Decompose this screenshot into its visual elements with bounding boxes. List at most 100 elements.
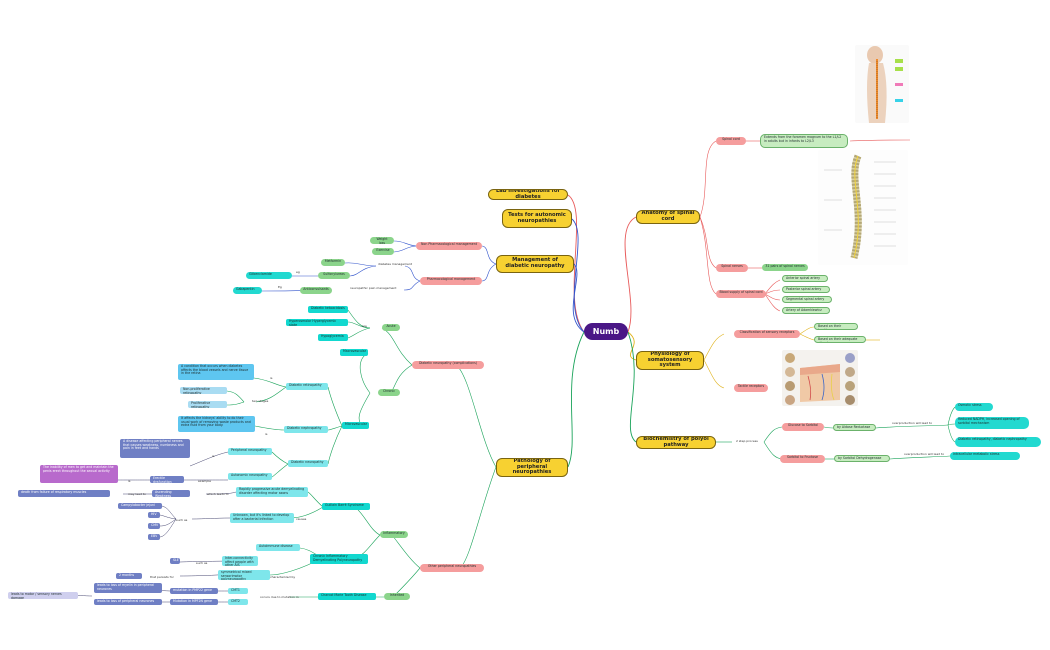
stimulus-node[interactable]: Based on their adequate stimulus: [814, 336, 866, 343]
label-causes: causes: [296, 517, 307, 521]
nonpharm-node[interactable]: Non Pharmacological management: [416, 242, 482, 250]
label-is-3: is: [212, 454, 215, 458]
symmetrical-node[interactable]: symmetrical mixed sensorimotor polyneuro…: [218, 570, 270, 580]
proliferative-node[interactable]: Proliferative retinopathy: [188, 401, 227, 408]
location-node[interactable]: Based on their location: [814, 323, 858, 330]
adamkiewicz-node[interactable]: Artery of Adamkiewicz: [782, 307, 830, 314]
diabetic-neuropathy-node[interactable]: Diabetic neuropathy: [288, 460, 328, 467]
body-spine-illustration: [855, 45, 909, 123]
anterior-artery-node[interactable]: Anterior spinal artery: [782, 275, 828, 282]
cmv-node[interactable]: CMV: [148, 523, 160, 529]
main-node-lab[interactable]: Lab investigations for diabetes: [488, 189, 568, 200]
osmotic-stress-node[interactable]: Osmotic stress: [955, 403, 993, 411]
label-eg-1: eg: [296, 270, 300, 274]
erectile-definition: The inability of men to get and maintain…: [40, 465, 118, 483]
peripheral-neuropathy-node[interactable]: Peripheral neuropathy: [228, 448, 272, 455]
sensory-classification-node[interactable]: Classification of sensory receptors: [734, 330, 800, 338]
label-is-4: is: [128, 479, 131, 483]
skin-layers-icon: [785, 353, 855, 405]
two-months-node[interactable]: 2 months: [116, 573, 142, 579]
weight-loss-node[interactable]: Weight loss: [370, 237, 394, 244]
gbs-definition: Rapidly progressive acute demyelinating …: [236, 487, 308, 497]
label-occurs: occurs due to mutation in: [260, 595, 299, 599]
main-node-physiology[interactable]: Physiology of somatosensory system: [636, 351, 704, 370]
loss-neurones-node[interactable]: leads to loss of peripheral neurones: [94, 599, 162, 605]
spinal-nerve-pairs-node[interactable]: 31 pairs of spinal nerves: [762, 264, 808, 271]
main-node-pathology[interactable]: Pathology of peripheral neuropathies: [496, 458, 568, 477]
label-accum-1: overproduction will lead to: [892, 421, 933, 425]
sorbitol-dehydrogenase-node[interactable]: by Sorbitol Dehydrogenase: [834, 455, 890, 462]
campylobacter-node[interactable]: Campylobacter jejuni: [118, 503, 162, 509]
exercise-node[interactable]: Exercise: [372, 248, 394, 255]
cmt2-node[interactable]: CMT2: [228, 599, 248, 605]
label-are: are: [362, 324, 367, 328]
main-node-management[interactable]: Management of diabetic neuropathy: [496, 255, 574, 273]
cmt1-node[interactable]: CMT1: [228, 588, 248, 594]
label-may-lead: may lead to: [128, 492, 146, 496]
label-is-2: is: [265, 432, 268, 436]
blood-supply-node[interactable]: Blood supply of spinal cord: [716, 290, 766, 298]
label-persists: that persists for: [150, 575, 174, 579]
main-node-biochemistry[interactable]: Biochemistry of polyol pathway: [636, 436, 716, 449]
tactile-receptors-node[interactable]: Tactile receptors: [734, 384, 768, 392]
pmp22-mutation-a[interactable]: mutation in PMP22 gene: [170, 588, 218, 594]
anticonvulsants-node[interactable]: Anticonvulsants: [300, 287, 332, 294]
posterior-artery-node[interactable]: Posterior spinal artery: [782, 286, 830, 293]
glucose-sorbitol-node[interactable]: Glucose to Sorbitol: [782, 423, 824, 431]
label-is-1: is: [270, 376, 273, 380]
autonomic-neuropathy-node[interactable]: Autonomic neuropathy: [228, 473, 272, 480]
cmt-node[interactable]: Charcot Marie Tooth Disease: [318, 593, 376, 600]
diabetic-complications-node[interactable]: Diabetic neuropathy (complications): [412, 361, 484, 369]
label-two-stages: two stages: [252, 399, 269, 403]
motor-sensory-node[interactable]: leads to motor / sensory nerves damage: [8, 592, 78, 599]
cidp-node[interactable]: Chronic Inflammatory Demyelinating Polyn…: [310, 554, 368, 564]
autoimmune-disease-node[interactable]: Autoimmune disease: [256, 544, 300, 551]
nadph-node[interactable]: Reduced NADPH, increased opening of sorb…: [955, 417, 1029, 429]
gabapentin-node[interactable]: Gabapentin: [233, 287, 262, 294]
glibenclamide-node[interactable]: Glibenclamide: [246, 272, 292, 279]
root-node[interactable]: Numb: [584, 323, 628, 340]
nonproliferative-node[interactable]: Non-proliferative retinopathy: [180, 387, 227, 394]
hypoglycemia-node[interactable]: Hypoglycemia: [318, 334, 348, 341]
other-neuropathies-node[interactable]: Other peripheral neuropathies: [420, 564, 484, 572]
ketoacidosis-node[interactable]: Diabetic ketoacidosis: [308, 306, 348, 313]
death-node[interactable]: death from failure of respiratory muscle…: [18, 490, 110, 497]
erectile-dysfunction-node[interactable]: Erectile dysfunction: [150, 476, 184, 483]
unknown-cause-node[interactable]: Unknown, but it's linked to develop afte…: [230, 513, 294, 523]
loss-myelin-node[interactable]: leads to loss of myelin in peripheral ne…: [94, 583, 162, 593]
spinal-nerves-node[interactable]: Spinal nerves: [716, 264, 748, 272]
hiv-node[interactable]: HIV: [148, 512, 160, 518]
spinal-cord-node[interactable]: Spinal cord: [716, 137, 746, 145]
peripheral-definition: A disease affecting peripheral nerves th…: [120, 439, 190, 458]
inflammatory-node[interactable]: Inflammatory: [380, 531, 408, 538]
inter-connectivity-node[interactable]: Inter-connectivity affect people with ot…: [222, 556, 258, 566]
pharm-node[interactable]: Pharmacological management: [420, 277, 482, 285]
acute-node[interactable]: Acute: [382, 324, 400, 331]
ebv-node[interactable]: EBV: [148, 534, 160, 540]
sorbitol-fructose-node[interactable]: Sorbitol to Fructose: [780, 455, 825, 463]
label-accum-2: overproduction will lead to: [904, 452, 945, 456]
microvascular-node[interactable]: Microvascular: [342, 422, 369, 429]
intracellular-node[interactable]: Intracellular metabolic stress: [950, 452, 1020, 460]
nephropathy-node[interactable]: Diabetic nephropathy: [284, 426, 328, 433]
retinopathy-node[interactable]: Diabetic retinopathy: [286, 383, 328, 390]
main-node-autonomic[interactable]: Tests for autonomic neuropathies: [502, 209, 572, 228]
inherited-node[interactable]: Inherited: [384, 593, 410, 600]
main-node-anatomy[interactable]: Anatomy of spinal cord: [636, 210, 700, 224]
complications-node[interactable]: Diabetic retinopathy, diabetic nephropat…: [955, 437, 1041, 447]
pmp22-mutation-b[interactable]: Mutation in MPF2N gene: [170, 599, 218, 605]
metformin-node[interactable]: Metformin: [321, 259, 345, 266]
aldose-reductase-node[interactable]: by Aldose Reductase: [833, 424, 876, 431]
ascending-weakness-node[interactable]: Ascending Weakness: [152, 490, 190, 497]
gbs-node[interactable]: Guillain Barré Syndrome: [322, 503, 370, 510]
label-eg-2: Eg: [278, 285, 282, 289]
label-such-as-2: such as: [196, 561, 208, 565]
nephropathy-definition: It affects the kidneys' ability to do th…: [178, 416, 255, 432]
sle-node[interactable]: SLE: [170, 558, 180, 564]
chronic-node[interactable]: Chronic: [378, 389, 400, 396]
hyperosmolar-node[interactable]: Hyperosmolar Hyperglycemic state: [286, 319, 348, 326]
spinal-cord-definition: Extends from the foramen magnum to the L…: [760, 134, 848, 148]
segmental-artery-node[interactable]: Segmental spinal artery: [782, 296, 832, 303]
macrovascular-node[interactable]: Macrovascular: [340, 349, 368, 356]
sulfonylureas-node[interactable]: Sulfonylureas: [318, 272, 350, 279]
